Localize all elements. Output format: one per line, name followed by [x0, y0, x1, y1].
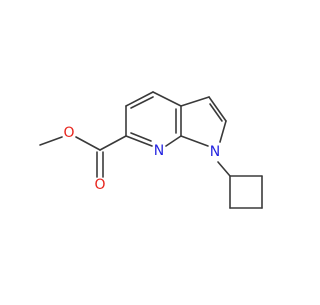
atom-label-oxygen-carbonyl: O	[94, 177, 105, 193]
bond-c4-c3a	[152, 91, 182, 107]
bond-c5-c4	[125, 91, 154, 107]
bond-c6-n7-inner	[130, 132, 152, 142]
bonds	[39, 91, 263, 209]
bond-oxygen-carbonyl-carbon	[75, 136, 101, 151]
structure-canvas: O O N N	[39, 91, 263, 209]
atom-labels: O O N N	[63, 125, 220, 193]
bond-n1-c7a	[180, 135, 209, 147]
atom-label-oxygen-ester: O	[63, 125, 74, 141]
bond-c5-c4-inner	[130, 96, 154, 109]
atom-label-nitrogen-pyrrole: N	[210, 144, 220, 160]
molecule-structure: O O N N	[39, 91, 263, 209]
bond-c2-n1	[219, 120, 227, 143]
bond-c3-c2-outer	[208, 96, 227, 122]
bond-n1-cyclobutyl	[217, 161, 231, 177]
atom-label-nitrogen-pyridine: N	[154, 143, 164, 159]
bond-c3a-c3	[180, 96, 210, 107]
bond-n7-c6	[125, 135, 153, 147]
bond-methyl-oxygen	[39, 136, 63, 146]
bond-c3-c2-inner	[209, 103, 223, 122]
bond-carbonyl-ring	[99, 135, 127, 151]
bond-c7a-n7	[165, 135, 182, 147]
